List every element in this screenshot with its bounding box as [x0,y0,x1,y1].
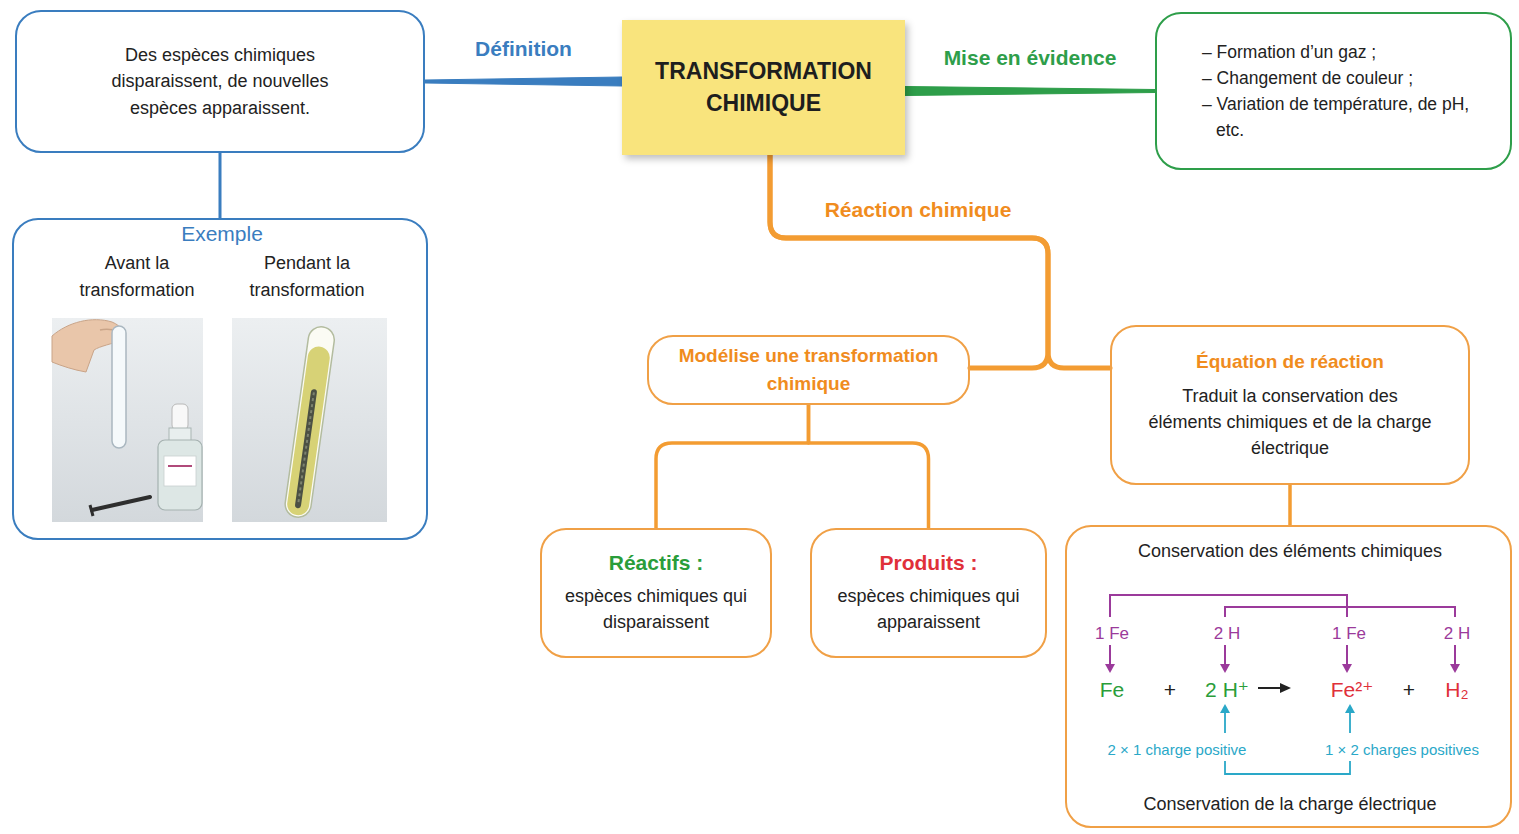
node-text: 2 × 1 charge positive [1108,741,1247,758]
node-text: Fe [1100,678,1125,702]
node-text: 2 H [1444,624,1470,644]
photo-during [232,318,387,522]
reactants-box: Réactifs : espèces chimiques qui disparai… [540,528,772,658]
example-link [219,153,222,218]
equation-link [1288,485,1292,525]
definition-link [425,77,622,86]
central-concept-box: TRANSFORMATION CHIMIQUE [622,20,905,155]
node-text: espèces chimiques qui apparaissent [834,583,1024,635]
example-box: ExempleAvant la transformationPendant la… [12,218,428,540]
node-text: Réactifs : [609,551,704,575]
photo-before [52,318,203,522]
node-text: Conservation des éléments chimiques [1138,541,1442,562]
model-link [656,405,809,528]
node-text: Conservation de la charge électrique [1143,794,1436,815]
node-text: – Changement de couleur ; [1202,65,1413,91]
node-text: 2 H [1214,624,1240,644]
node-text: 1 Fe [1332,624,1366,644]
link-label: Mise en évidence [944,46,1117,70]
node-text: H₂ [1445,678,1468,702]
definition-box: Des espèces chimiques disparaissent, de … [15,10,425,153]
node-text: TRANSFORMATION CHIMIQUE [640,56,887,118]
node-text: Traduit la conservation des éléments chi… [1145,383,1435,461]
node-text: + [1164,678,1176,702]
link-label: Définition [475,37,572,61]
conservation-box: Conservation des éléments chimiques 1 Fe 2… [1065,525,1512,828]
node-text: 1 Fe [1095,624,1129,644]
reaction-arrow [1258,683,1291,693]
evidence-link [905,87,1155,96]
node-text: Fe²⁺ [1331,678,1374,702]
element-brackets [1110,595,1455,666]
node-text: – Variation de température, de pH, etc. [1202,91,1471,144]
node-text: Avant la transformation [53,250,221,304]
model-link [809,405,929,528]
element-arrowheads [1105,664,1460,673]
node-text: Des espèces chimiques disparaissent, de … [78,42,363,120]
node-text: Produits : [880,551,978,575]
evidence-box: – Formation d’un gaz ;– Changement de co… [1155,12,1512,170]
equation-box: Équation de réactionTraduit la conservat… [1110,325,1470,485]
node-text: Exemple [122,222,322,246]
node-text: Pendant la transformation [223,250,391,304]
node-text: espèces chimiques qui disparaissent [561,583,751,635]
model-box: Modélise une transformation chimique [647,335,970,405]
node-text: Modélise une transformation chimique [667,342,950,399]
charge-arrowheads [1220,704,1355,713]
node-text: – Formation d’un gaz ; [1202,39,1376,65]
node-text: Équation de réaction [1196,349,1384,376]
products-box: Produits : espèces chimiques qui apparais… [810,528,1047,658]
link-label: Réaction chimique [825,198,1012,222]
node-text: 2 H⁺ [1205,678,1249,702]
node-text: 1 × 2 charges positives [1325,741,1479,758]
node-text: + [1403,678,1415,702]
